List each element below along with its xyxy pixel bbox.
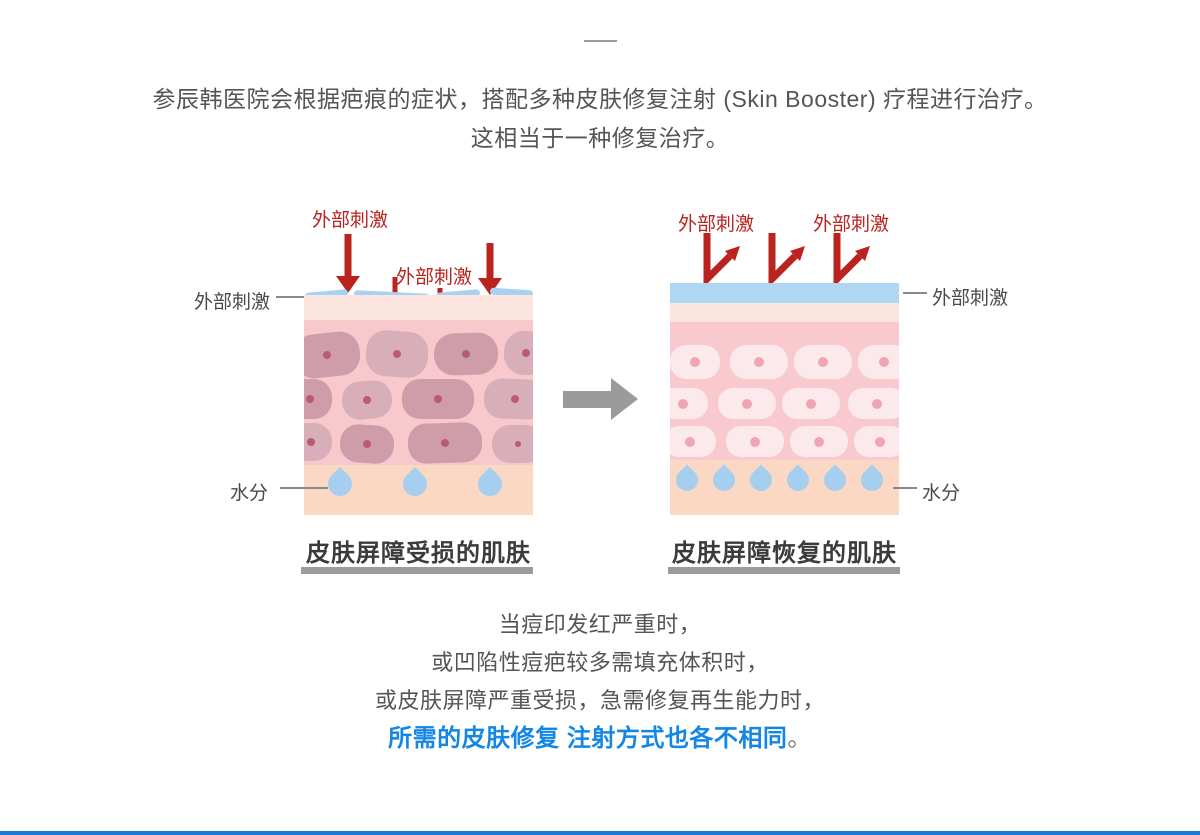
label-connector-line <box>276 296 308 298</box>
transform-arrow-icon <box>563 391 611 408</box>
healthy-skin-cell <box>670 426 716 457</box>
bottom-blue-rule <box>0 831 1200 835</box>
left-stimulus-label-mid: 外部刺激 <box>396 267 473 288</box>
transform-arrow-head-icon <box>611 378 638 420</box>
stimulus-arrow-icon <box>336 234 360 294</box>
section-divider <box>584 40 617 42</box>
healthy-skin-cell <box>782 388 840 419</box>
epidermis-layer <box>670 303 899 322</box>
right-moisture-label: 水分 <box>922 483 961 504</box>
epidermis-layer <box>304 295 533 320</box>
intro-paragraph: 参辰韩医院会根据疤痕的症状，搭配多种皮肤修复注射 (Skin Booster) … <box>0 80 1200 158</box>
damaged-skin-cell <box>304 379 332 419</box>
outro-line-1: 当痘印发红严重时， <box>498 612 702 637</box>
restored-skin-illustration <box>670 283 899 515</box>
damaged-skin-illustration <box>304 295 533 515</box>
damaged-skin-cell <box>402 379 474 419</box>
caption-underline-bar <box>668 567 900 574</box>
hypodermis-layer <box>670 460 899 515</box>
damaged-skin-cell <box>433 331 499 377</box>
healthy-skin-cell <box>794 345 852 379</box>
intro-line-1: 参辰韩医院会根据疤痕的症状，搭配多种皮肤修复注射 (Skin Booster) … <box>152 86 1048 112</box>
stimulus-bounce-arrow-icon <box>768 233 805 285</box>
outro-period: 。 <box>787 725 812 752</box>
stimulus-bounce-arrow-icon <box>703 233 740 285</box>
stimulus-bounce-arrow-icon <box>833 233 870 285</box>
healthy-skin-cell <box>730 345 788 379</box>
outro-highlight-text: 所需的皮肤修复 注射方式也各不相同 <box>388 725 788 752</box>
left-barrier-label: 外部刺激 <box>194 292 271 313</box>
healthy-skin-cell <box>718 388 776 419</box>
left-diagram-caption: 皮肤屏障受损的肌肤 <box>306 540 531 567</box>
damaged-skin-cell <box>483 377 533 421</box>
caption-underline-bar <box>301 567 533 574</box>
outro-paragraph: 当痘印发红严重时， 或凹陷性痘疤较多需填充体积时， 或皮肤屏障严重受损，急需修复… <box>0 606 1200 758</box>
healthy-skin-cell <box>858 345 899 379</box>
damaged-skin-cell <box>338 423 396 465</box>
label-connector-line <box>903 292 927 294</box>
healthy-skin-cell <box>790 426 848 457</box>
damaged-skin-cell <box>364 328 430 380</box>
damaged-skin-cell <box>304 423 332 461</box>
right-diagram-caption: 皮肤屏障恢复的肌肤 <box>672 540 897 567</box>
healthy-skin-cell <box>854 426 899 457</box>
left-stimulus-label-top: 外部刺激 <box>312 210 389 231</box>
intact-barrier-layer <box>670 283 899 303</box>
outro-line-3: 或皮肤屏障严重受损，急需修复再生能力时， <box>374 688 825 713</box>
label-connector-line <box>893 487 917 489</box>
left-moisture-label: 水分 <box>230 483 269 504</box>
healthy-skin-cell <box>726 426 784 457</box>
right-stimulus-label-2: 外部刺激 <box>813 214 890 235</box>
intro-line-2: 这相当于一种修复治疗。 <box>470 125 730 151</box>
damaged-skin-cell <box>407 421 483 465</box>
outro-line-2: 或凹陷性痘疤较多需填充体积时， <box>431 650 769 675</box>
healthy-skin-cell <box>670 345 720 379</box>
right-stimulus-label-1: 外部刺激 <box>678 214 755 235</box>
damaged-skin-cell <box>492 425 533 463</box>
right-barrier-label: 外部刺激 <box>932 288 1009 309</box>
outro-line-4: 所需的皮肤修复 注射方式也各不相同。 <box>0 720 1200 758</box>
healthy-skin-cell <box>848 388 899 419</box>
healthy-skin-cell <box>670 388 708 419</box>
label-connector-line <box>280 487 328 489</box>
